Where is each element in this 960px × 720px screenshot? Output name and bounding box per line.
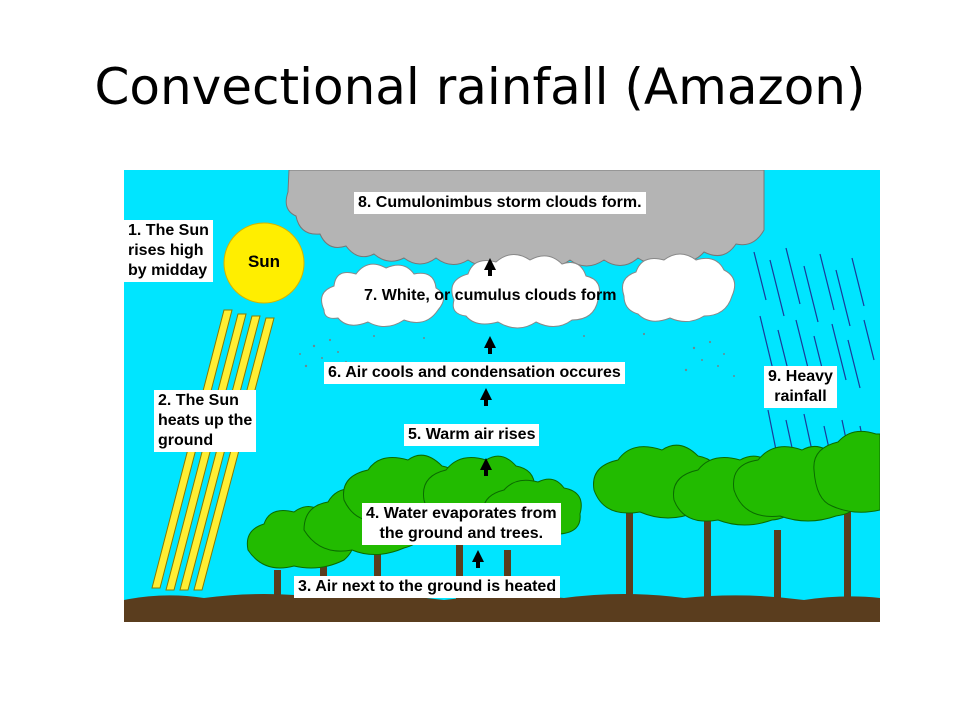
ground <box>124 594 880 622</box>
step-9-label: 9. Heavy rainfall <box>764 366 837 408</box>
sun <box>223 222 305 304</box>
step-3-label: 3. Air next to the ground is heated <box>294 576 561 598</box>
sun-label: Sun <box>247 252 281 271</box>
step-7-label: 7. White, or cumulus clouds form <box>364 287 617 304</box>
condensation-speckles <box>299 332 735 377</box>
step-1-label: 1. The Sun rises high by midday <box>124 220 213 282</box>
slide-title: Convectional rainfall (Amazon) <box>94 58 866 116</box>
step-8-label: 8. Cumulonimbus storm clouds form. <box>354 192 646 214</box>
storm-cloud <box>285 170 765 267</box>
step-4-label: 4. Water evaporates from the ground and … <box>362 503 561 545</box>
convection-diagram: Sun 1. The Sun rises high by midday 2. T… <box>124 170 880 622</box>
step-2-label: 2. The Sun heats up the ground <box>154 390 257 452</box>
step-6-label: 6. Air cools and condensation occures <box>324 362 625 384</box>
rising-air-arrows <box>472 258 496 568</box>
step-5-label: 5. Warm air rises <box>404 424 540 446</box>
